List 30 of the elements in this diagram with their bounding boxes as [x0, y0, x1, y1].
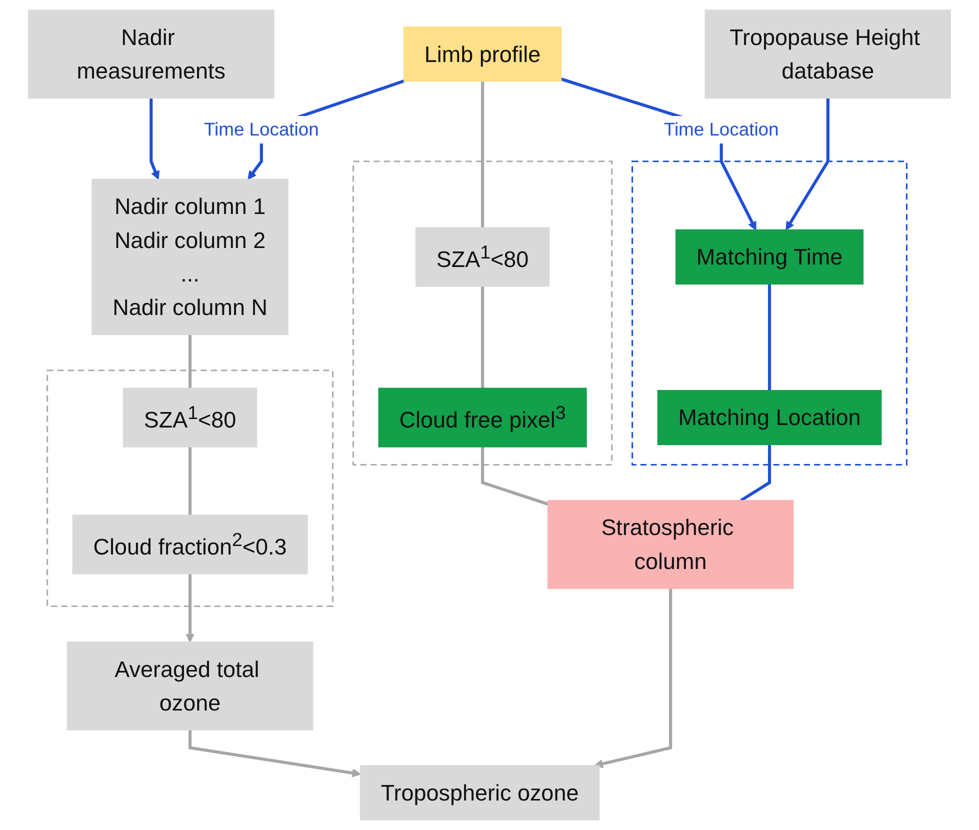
node-box: Nadir column 1 Nadir column 2 ... Nadir column N [92, 178, 288, 336]
node-box: Matching Time [675, 229, 864, 285]
cluster [46, 370, 334, 608]
arrow [186, 574, 195, 642]
edge-label: Time Location [204, 119, 319, 140]
cluster [352, 160, 613, 466]
arrow [188, 730, 361, 778]
cluster [632, 160, 908, 466]
arrow [786, 98, 830, 230]
node-box: Nadir measurements [28, 10, 274, 99]
node-box: SZA$^{1}$<80 [122, 388, 258, 448]
node-box: Cloud fraction$^{2}$<0.3 [72, 514, 308, 574]
node-box: Limb profile [403, 26, 562, 82]
connector [188, 446, 192, 516]
connector [481, 286, 484, 388]
node-box: Averaged total ozone [66, 642, 314, 730]
connector [481, 81, 484, 228]
arrow [594, 588, 672, 768]
arrow [150, 98, 160, 180]
node-box: Tropospheric ozone [360, 765, 600, 820]
node-box: SZA$^{1}$<80 [415, 227, 550, 287]
connector [188, 334, 192, 388]
connector [768, 284, 772, 390]
node-box: Stratospheric column [547, 500, 794, 589]
node-box: Tropopause Height database [704, 10, 952, 99]
node-box: Matching Location [657, 390, 882, 446]
node-box: Cloud free pixel$^{3}$ [378, 388, 587, 448]
connector [481, 446, 548, 506]
connector [740, 444, 772, 502]
edge-label: Time Location [664, 119, 779, 140]
